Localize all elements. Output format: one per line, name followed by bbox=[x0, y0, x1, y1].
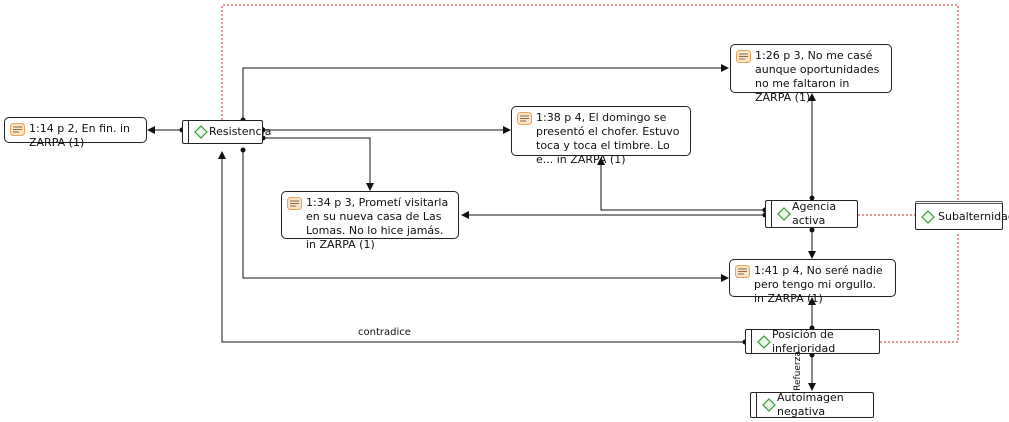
quote-1-34[interactable]: 1:34 p 3, Prometí visitarla en su nueva … bbox=[281, 191, 459, 251]
quote-text: 1:41 p 4, No seré nadie pero tengo mi or… bbox=[754, 264, 883, 305]
code-label: Posición de inferioridad bbox=[772, 327, 836, 355]
quote-text: 1:34 p 3, Prometí visitarla en su nueva … bbox=[306, 196, 449, 251]
code-posicion-inferioridad[interactable]: Posición de inferioridad bbox=[745, 327, 880, 355]
quote-icon bbox=[10, 123, 25, 136]
quote-1-38[interactable]: 1:38 p 4, El domingo se presentó el chof… bbox=[511, 106, 691, 166]
code-diamond-icon bbox=[762, 398, 776, 412]
edge-label-refuerza: Refuerza bbox=[792, 351, 803, 391]
code-diamond-icon bbox=[921, 209, 935, 224]
edge-label-contradice: contradice bbox=[358, 327, 411, 338]
edge-agencia-q138 bbox=[597, 157, 765, 211]
code-subalternidad[interactable]: Subalternidad bbox=[915, 201, 1009, 230]
code-autoimagen-negativa[interactable]: Autoimagen negativa bbox=[750, 391, 874, 418]
quote-1-41[interactable]: 1:41 p 4, No seré nadie pero tengo mi or… bbox=[729, 259, 896, 305]
quote-text: 1:26 p 3, No me casé aunque oportunidade… bbox=[755, 49, 880, 104]
code-label: Subalternidad bbox=[938, 209, 1009, 223]
quote-text: 1:14 p 2, En fin. in ZARPA (1) bbox=[29, 122, 131, 149]
red-dotted-link bbox=[221, 4, 959, 343]
quote-icon bbox=[287, 197, 302, 210]
code-label: Agencia activa bbox=[792, 200, 837, 227]
quote-icon bbox=[736, 50, 751, 63]
quote-text: 1:38 p 4, El domingo se presentó el chof… bbox=[536, 111, 680, 166]
code-diamond-icon bbox=[194, 125, 208, 139]
edge-posicion-resistencia bbox=[218, 151, 745, 343]
code-label: Autoimagen negativa bbox=[777, 391, 844, 418]
code-resistencia[interactable]: Resistencia bbox=[182, 120, 271, 144]
quote-icon bbox=[735, 265, 750, 278]
code-diamond-icon bbox=[777, 207, 791, 221]
code-diamond-icon bbox=[757, 334, 771, 349]
quote-icon bbox=[517, 112, 532, 125]
edge-resistencia-q134 bbox=[263, 137, 374, 191]
code-label: Resistencia bbox=[209, 125, 272, 138]
quote-1-26[interactable]: 1:26 p 3, No me casé aunque oportunidade… bbox=[730, 44, 892, 104]
code-agencia-activa[interactable]: Agencia activa bbox=[765, 200, 858, 228]
quote-1-14[interactable]: 1:14 p 2, En fin. in ZARPA (1) bbox=[4, 117, 147, 149]
edge-resistencia-q126 bbox=[242, 64, 729, 120]
edge-resistencia-q141 bbox=[242, 150, 729, 282]
